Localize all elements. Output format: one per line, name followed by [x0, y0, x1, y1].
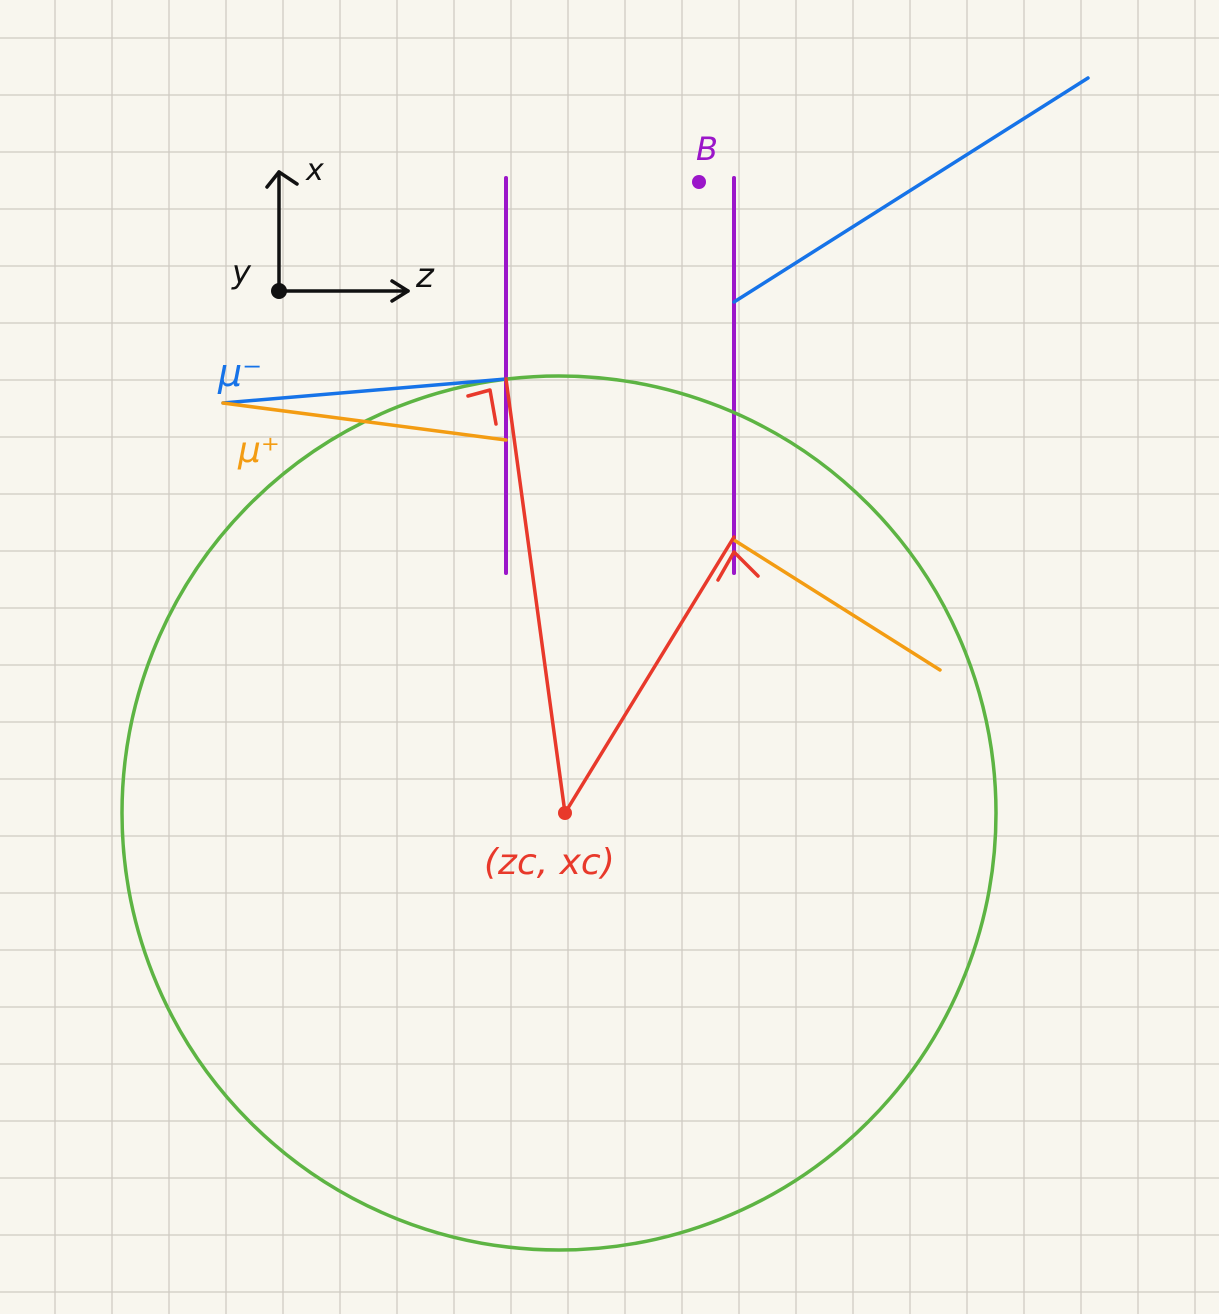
z-axis-arrowhead — [390, 279, 410, 303]
mu-plus-label: μ⁺ — [237, 430, 280, 471]
trajectory-circle — [120, 374, 998, 1252]
axis-label-y: y — [231, 253, 252, 291]
center-label: (zc, xc) — [484, 842, 615, 883]
mu-plus-segment-1 — [221, 401, 508, 442]
radius-to-right-plane — [563, 535, 736, 815]
center-dot-icon — [558, 806, 572, 820]
right-angle-mark-left — [466, 388, 498, 426]
b-field-dot-icon — [692, 175, 706, 189]
b-field-label: B — [696, 130, 718, 168]
magnet-planes — [504, 176, 736, 575]
x-axis-arrowhead — [265, 170, 299, 189]
coordinate-axes — [265, 170, 410, 303]
axis-label-z: z — [415, 256, 435, 296]
angle-mark-right — [716, 550, 760, 582]
origin-dot-icon — [271, 283, 287, 299]
mu-plus-segment-2 — [732, 538, 942, 672]
axis-label-x: x — [305, 153, 324, 188]
radius-to-left-plane — [504, 377, 567, 815]
radius-lines — [466, 377, 760, 815]
mu-plus-track — [221, 401, 942, 672]
mu-minus-segment-2 — [732, 76, 1090, 304]
mu-minus-segment-1 — [221, 377, 508, 405]
mu-minus-track — [221, 76, 1090, 405]
mu-minus-label: μ⁻ — [217, 351, 262, 395]
